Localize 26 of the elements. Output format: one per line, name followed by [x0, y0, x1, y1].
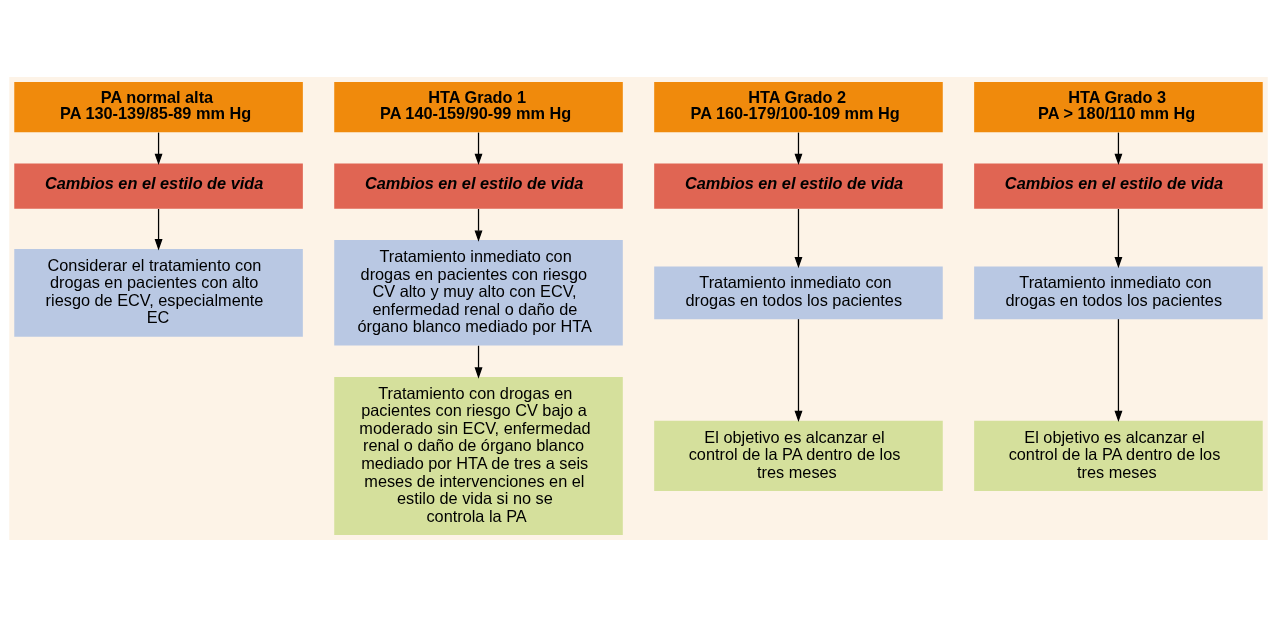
arrow	[794, 318, 803, 423]
arrow	[1114, 131, 1123, 166]
node-box: Cambios en el estilo de vida	[974, 163, 1263, 209]
node-box: HTA Grado 1 PA 140-159/90-99 mm Hg	[334, 82, 623, 133]
node-box: HTA Grado 3 PA > 180/110 mm Hg	[974, 82, 1263, 133]
arrow	[474, 131, 483, 166]
arrow	[1114, 318, 1123, 423]
node-box: Tratamiento inmediato con drogas en pacientes con riesgo CV alto y muy alto con ECV, enfermedad renal o daño de órgano blanco mediado por HTA	[334, 240, 623, 346]
node-box: Cambios en el estilo de vida	[334, 163, 623, 209]
node-box: Tratamiento inmediato con drogas en todos los pacientes	[654, 266, 943, 320]
node-box: Cambios en el estilo de vida	[14, 163, 303, 209]
arrow	[794, 131, 803, 166]
node-box: Tratamiento inmediato con drogas en todos los pacientes	[974, 266, 1263, 320]
arrow	[154, 208, 163, 251]
arrow	[474, 345, 483, 379]
arrow	[1114, 208, 1123, 269]
arrow	[474, 208, 483, 242]
node-box: HTA Grado 2 PA 160-179/100-109 mm Hg	[654, 82, 943, 133]
arrow	[154, 131, 163, 166]
arrow	[794, 208, 803, 269]
node-box: Considerar el tratamiento con drogas en pacientes con alto riesgo de ECV, especialmente EC	[14, 248, 303, 337]
node-box: Tratamiento con drogas en pacientes con riesgo CV bajo a moderado sin ECV, enfermedad renal o daño de órgano blanco mediado por HTA de tres a seis meses de intervenciones en el estilo de vida si no se controla la PA	[334, 376, 623, 535]
node-box: Cambios en el estilo de vida	[654, 163, 943, 209]
node-box: PA normal alta PA 130-139/85-89 mm Hg	[14, 82, 303, 133]
node-box: El objetivo es alcanzar el control de la PA dentro de los tres meses	[654, 420, 943, 492]
node-box: El objetivo es alcanzar el control de la PA dentro de los tres meses	[974, 420, 1263, 492]
